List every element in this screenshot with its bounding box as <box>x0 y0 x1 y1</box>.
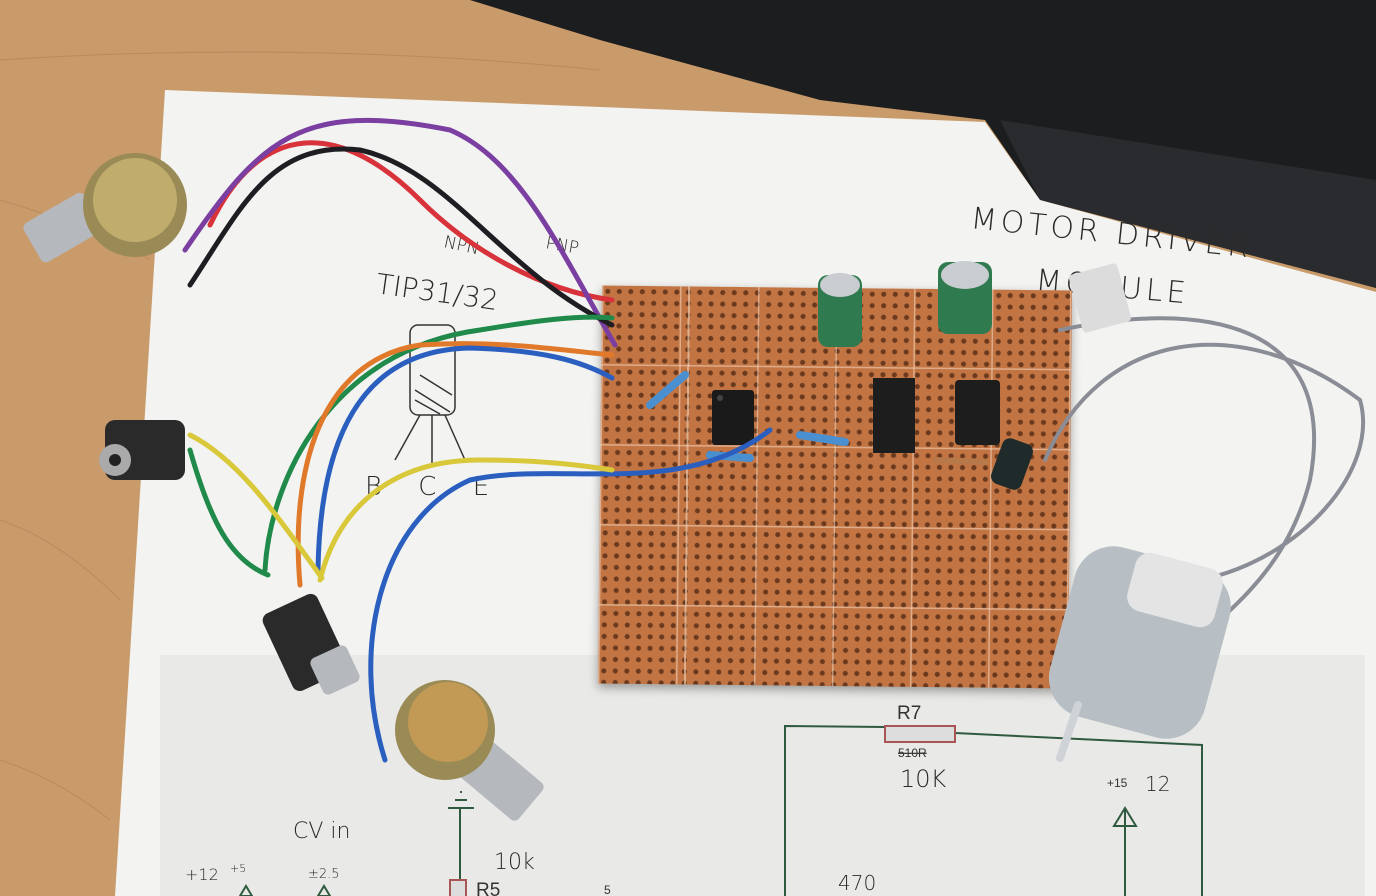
capacitor-2 <box>938 261 992 334</box>
wire-gray-2 <box>1043 342 1366 582</box>
supply-label: +15 <box>1107 776 1128 790</box>
dc-motor <box>1048 546 1231 762</box>
wire-gray-1 <box>1058 316 1317 622</box>
r7-old-value: 510R <box>898 746 927 760</box>
transistor-sketch <box>394 324 466 465</box>
wire-purple <box>182 117 618 348</box>
resistor-r7-symbol <box>884 725 956 743</box>
transistor-pnp <box>955 380 1000 445</box>
supply-handwritten: 12 <box>1145 772 1170 796</box>
audio-jack-bottom <box>262 593 360 695</box>
wire-green-1 <box>262 314 615 573</box>
connector-header <box>1068 263 1132 333</box>
potentiometer-top <box>23 153 187 263</box>
schematic-partial-text: 5 <box>604 883 611 896</box>
opamp-chip <box>712 390 754 445</box>
potentiometer-bottom <box>395 680 544 821</box>
wire-red <box>207 140 615 303</box>
resistors <box>646 371 988 465</box>
resistor-r5-symbol <box>449 879 467 896</box>
wire-yellow-1 <box>317 457 615 583</box>
small-capacitor <box>991 438 1033 490</box>
r7-value: 10K <box>900 765 947 793</box>
cv-in-label: CV in <box>293 819 350 844</box>
schematic <box>448 724 1203 896</box>
wire-green-2 <box>187 447 271 578</box>
wire-yellow-2 <box>187 432 325 581</box>
wire-black <box>187 146 615 328</box>
capacitor-1 <box>818 273 862 347</box>
wire-blue-2 <box>368 427 773 763</box>
plus5-label: +5 <box>230 862 246 875</box>
wire-orange <box>295 341 615 588</box>
plus2-5-label: ±2.5 <box>308 867 340 882</box>
wire-blue-1 <box>315 345 615 573</box>
cap-value: 470 <box>838 871 876 895</box>
r5-label: R5 <box>476 880 500 896</box>
audio-jack-left <box>99 420 185 480</box>
r5-value: 10k <box>494 850 535 875</box>
wires <box>182 117 1366 763</box>
plus12-label: +12 <box>185 865 219 884</box>
r7-label: R7 <box>897 703 921 724</box>
transistor-npn <box>873 378 915 453</box>
